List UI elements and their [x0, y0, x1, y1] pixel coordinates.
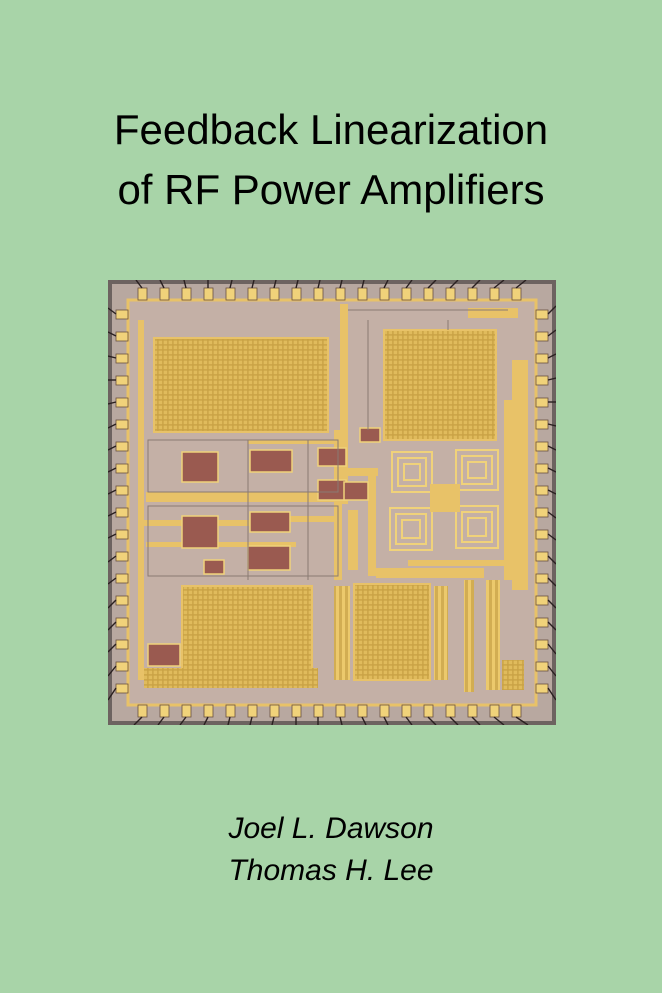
capacitor-array-small: [502, 660, 524, 690]
capacitor-strip-bottom: [144, 668, 318, 688]
resistor-bank-2: [434, 586, 448, 680]
bond-pads-right: [535, 309, 549, 694]
metal-routing: [138, 304, 528, 680]
title-line-1: Feedback Linearization: [113, 106, 549, 153]
capacitor-array-top-left: [153, 337, 329, 433]
capacitor-array-top-right: [383, 329, 497, 441]
bond-pads-top: [137, 287, 522, 301]
capacitor-array-bottom-center: [353, 583, 431, 681]
resistor-bank-3: [464, 580, 474, 692]
resistor-bank-4: [486, 580, 500, 690]
thin-traces: [147, 309, 508, 580]
capacitor-array-bottom-left: [181, 585, 313, 671]
chip-die-photo: [108, 280, 556, 725]
author-1: Joel L. Dawson: [228, 812, 434, 845]
title-line-2: of RF Power Amplifiers: [117, 166, 545, 213]
center-pad: [430, 484, 460, 512]
book-title: Feedback Linearization of RF Power Ampli…: [0, 100, 662, 220]
bond-wires: [108, 280, 556, 725]
spiral-inductors: [389, 449, 499, 551]
book-authors: Joel L. Dawson Thomas H. Lee: [0, 808, 662, 892]
resistor-bank-1: [334, 586, 350, 680]
chip-illustration: [108, 280, 556, 725]
author-2: Thomas H. Lee: [228, 854, 434, 887]
